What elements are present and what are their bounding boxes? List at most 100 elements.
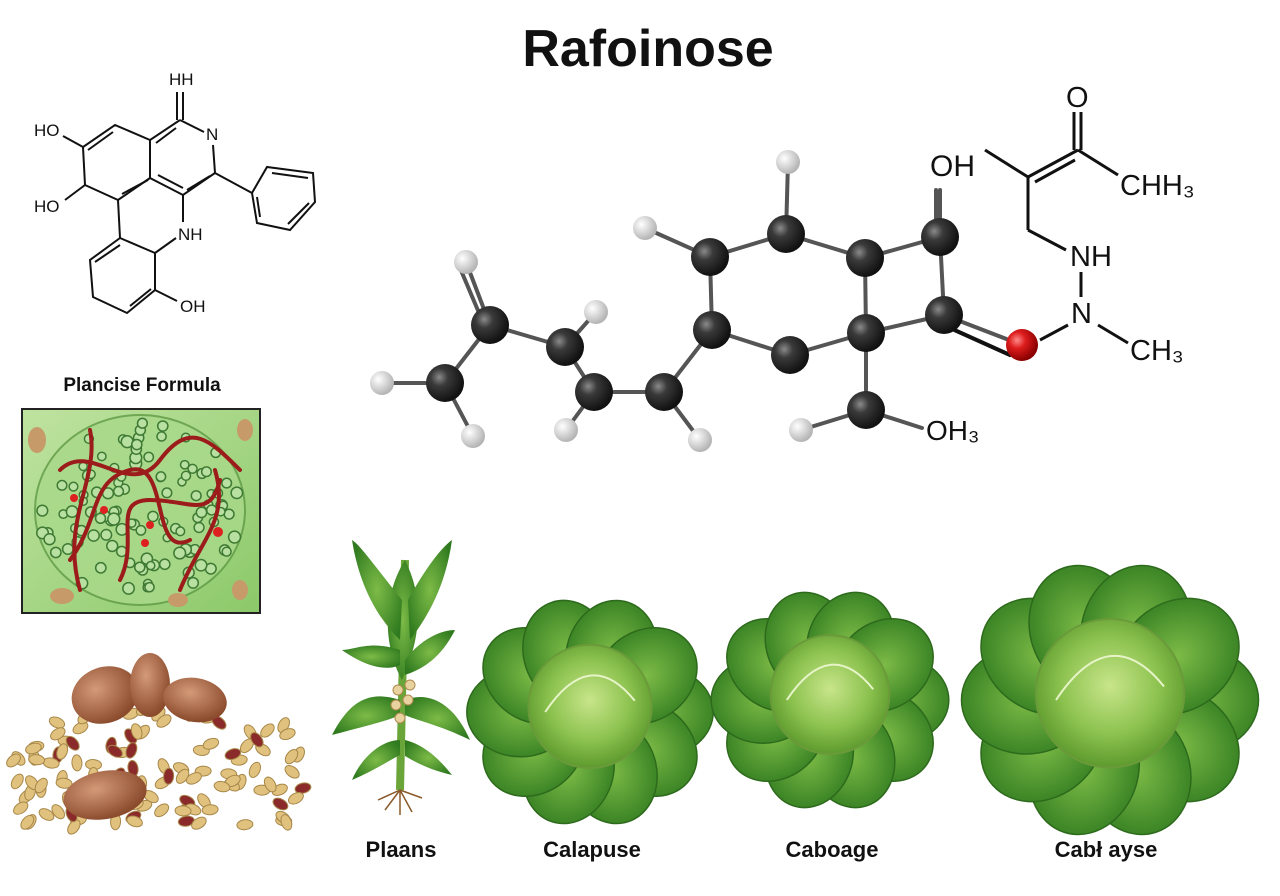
bond (948, 326, 1012, 357)
seed (236, 819, 254, 831)
model-label-oh: OH (930, 150, 975, 183)
atom-label: CH₃ (1130, 335, 1184, 367)
seed (163, 767, 175, 785)
ball-stick-bonds (380, 160, 1024, 442)
cell-organelle (227, 530, 242, 544)
cell-organelle (100, 528, 113, 541)
seed (294, 782, 312, 794)
hydrogen-atom (789, 418, 813, 442)
cell-organelle (68, 481, 79, 492)
cabbage-head (1034, 618, 1186, 769)
seed (287, 791, 304, 805)
seed (248, 761, 262, 778)
hydrogen-atom (776, 150, 800, 174)
seed (280, 814, 293, 831)
seed (260, 723, 275, 738)
seed (71, 754, 83, 772)
seed (28, 754, 46, 766)
kidney-bean (130, 653, 170, 717)
side-chain-formula (984, 112, 1129, 345)
cell-organelle (156, 420, 169, 432)
cabbage-head (769, 634, 891, 755)
seed (213, 780, 231, 793)
item-label-calapuse: Calapuse (543, 837, 641, 862)
hydrogen-atom (454, 250, 478, 274)
kidney-bean (163, 677, 227, 723)
carbon-atom (771, 336, 809, 374)
item-label-cabiayse: Cabł ayse (1055, 837, 1158, 862)
seed (51, 804, 66, 820)
seed (156, 714, 172, 728)
leaf-vein (544, 674, 636, 713)
cell-organelle (173, 546, 187, 560)
cell-organelle (179, 459, 190, 470)
carbon-atom (847, 314, 885, 352)
cell-organelle (96, 451, 107, 462)
seed (272, 797, 289, 811)
cell-organelle (193, 521, 205, 534)
seed (130, 723, 143, 740)
atom-label: O (1066, 82, 1089, 114)
formula-caption: Plancise Formula (63, 375, 221, 396)
cabbage-illustration-1 (466, 599, 714, 825)
oxygen-atom (1006, 329, 1038, 361)
seed (72, 721, 89, 735)
seed (279, 728, 296, 741)
hydrogen-atom (633, 216, 657, 240)
atom-label: N (1071, 298, 1092, 330)
cell-organelle (143, 451, 155, 463)
cell-organelle (195, 506, 208, 519)
cell-organelle (36, 504, 49, 517)
cell-organelle (180, 470, 192, 482)
hydrogen-atom (370, 371, 394, 395)
cell-organelle (147, 510, 159, 523)
seed (125, 742, 138, 759)
seed (13, 801, 29, 815)
carbon-atom (767, 215, 805, 253)
cell-organelle (155, 471, 167, 483)
cell-organelle (145, 560, 156, 571)
atom-label: HO (34, 121, 60, 140)
cell-organelle (133, 561, 146, 573)
carbon-atom (925, 296, 963, 334)
atom-label: HO (34, 197, 60, 216)
cabbage-head (527, 643, 653, 770)
cell-organelle (112, 485, 125, 497)
leaf-vein (785, 663, 874, 701)
carbon-atom (846, 239, 884, 277)
seed (20, 814, 35, 830)
seed (25, 742, 42, 755)
seed (224, 748, 242, 760)
cell-organelle (65, 505, 79, 519)
cell-organelle (194, 558, 208, 572)
cell-organelle (106, 539, 119, 553)
beans-illustration (6, 653, 312, 835)
cell-organelle (187, 576, 200, 589)
seed (56, 743, 69, 760)
hydrogen-atom (461, 424, 485, 448)
seed (284, 765, 300, 779)
carbon-atom (546, 328, 584, 366)
atom-label: HH (169, 70, 194, 89)
seed (284, 749, 299, 765)
seed (202, 737, 220, 750)
carbon-atom (645, 373, 683, 411)
seed (263, 776, 277, 793)
seed (107, 744, 123, 758)
cell-organelle (175, 526, 186, 537)
seed (65, 735, 80, 751)
seed (201, 804, 219, 816)
cell-organelle (221, 477, 233, 489)
cell-organelle (94, 561, 107, 574)
page-title: Rafoinose (522, 20, 773, 78)
carbon-atom (847, 391, 885, 429)
plant-illustration (332, 540, 470, 815)
cell-organelle (107, 512, 121, 526)
cell-organelle (56, 479, 68, 491)
item-label-plaans: Plaans (366, 837, 437, 862)
seed (38, 808, 55, 821)
hydrogen-atom (584, 300, 608, 324)
seed (185, 772, 202, 785)
carbon-atom (921, 218, 959, 256)
